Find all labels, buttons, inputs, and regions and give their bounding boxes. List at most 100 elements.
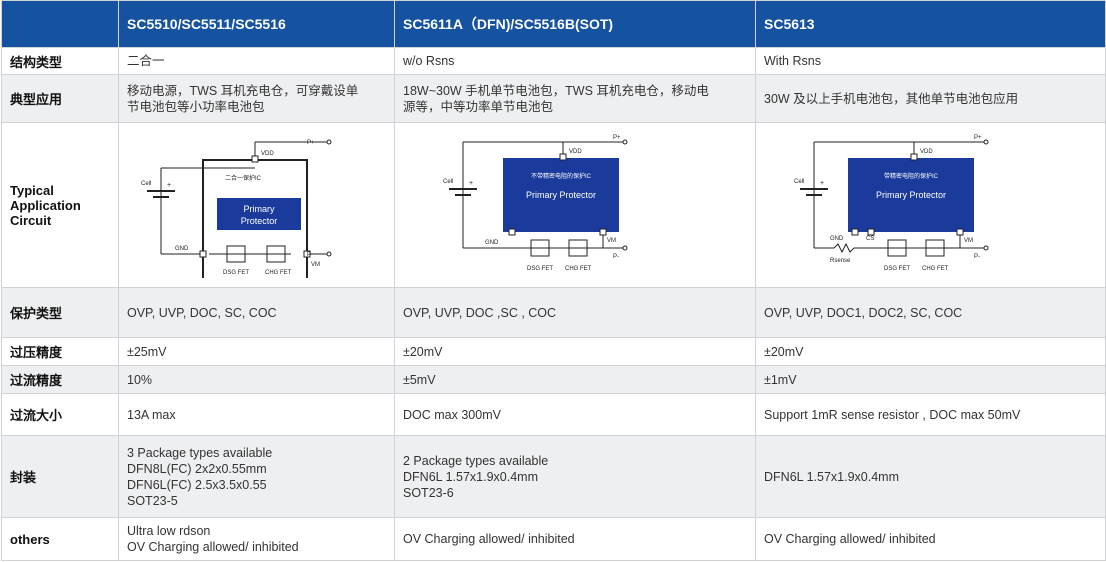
text-line: Circuit: [10, 212, 52, 228]
header-sc5613: SC5613: [755, 0, 1106, 48]
cell-value: 30W 及以上手机电池包，其他单节电池包应用: [755, 74, 1106, 123]
label-pplus: P+: [307, 140, 315, 146]
label-vm: VM: [964, 238, 973, 244]
row-circuit: Typical Application Circuit: [1, 122, 1106, 288]
text-line: 3 Package types available: [127, 445, 273, 460]
label-cs: CS: [866, 236, 874, 242]
text-line: 18W~30W 手机单节电池包，TWS 耳机充电仓，移动电: [403, 83, 709, 98]
row-label: 过压精度: [1, 337, 119, 366]
row-structure: 结构类型 二合一 w/o Rsns With Rsns: [1, 47, 1106, 75]
row-application: 典型应用 移动电源，TWS 耳机充电仓，可穿戴设单 节电池包等小功率电池包 18…: [1, 74, 1106, 123]
cell-value: 2 Package types available DFN6L 1.57x1.9…: [394, 435, 756, 518]
header-corner: [1, 0, 119, 48]
cell-value: OV Charging allowed/ inhibited: [394, 517, 756, 561]
cell-value: Ultra low rdson OV Charging allowed/ inh…: [118, 517, 395, 561]
label-dsg-fet: DSG FET: [527, 266, 553, 272]
text-line: DFN8L(FC) 2x2x0.55mm: [127, 461, 267, 476]
cell-value: 3 Package types available DFN8L(FC) 2x2x…: [118, 435, 395, 518]
row-others: others Ultra low rdson OV Charging allow…: [1, 517, 1106, 561]
cell-value: DOC max 300mV: [394, 393, 756, 436]
label-ic: 带精密电阻的保护IC: [884, 172, 939, 180]
label-cell: Cell: [443, 179, 453, 185]
label-chg-fet: CHG FET: [565, 266, 592, 272]
label-primary: Primary: [244, 204, 275, 214]
cell-value: 移动电源，TWS 耳机充电仓，可穿戴设单 节电池包等小功率电池包: [118, 74, 395, 123]
label-cell: Cell: [794, 179, 804, 185]
row-label: others: [1, 517, 119, 561]
cell-value: ±1mV: [755, 365, 1106, 394]
label-dsg-fet: DSG FET: [223, 270, 249, 276]
label-vm: VM: [607, 238, 616, 244]
label-pminus: P-: [307, 252, 313, 258]
text-line: 节电池包等小功率电池包: [127, 99, 265, 114]
circuit-cell-3: VDD P+ P- Cell + GND CS Rsense VM 带精密电阻的…: [755, 122, 1106, 288]
text-line: DFN6L 1.57x1.9x0.4mm: [403, 469, 539, 484]
row-oc-size: 过流大小 13A max DOC max 300mV Support 1mR s…: [1, 393, 1106, 436]
label-gnd: GND: [830, 236, 844, 242]
label-rsense: Rsense: [830, 258, 851, 264]
label-plus: +: [469, 180, 473, 187]
label-primary-protector: Primary Protector: [876, 190, 946, 200]
row-protection: 保护类型 OVP, UVP, DOC, SC, COC OVP, UVP, DO…: [1, 287, 1106, 338]
row-label: 过流大小: [1, 393, 119, 436]
label-pminus: P-: [613, 254, 619, 260]
circuit-diagram-3: VDD P+ P- Cell + GND CS Rsense VM 带精密电阻的…: [794, 135, 989, 272]
label-cell: Cell: [141, 181, 151, 187]
cell-value: 18W~30W 手机单节电池包，TWS 耳机充电仓，移动电 源等，中等功率单节电…: [394, 74, 756, 123]
label-vdd: VDD: [920, 149, 933, 155]
cell-value: 二合一: [118, 47, 395, 75]
row-label: 典型应用: [1, 74, 119, 123]
circuit-cell-1: VDD P+ P- Cell + GND VM 二合一保护IC Primary …: [118, 122, 395, 288]
label-plus: +: [820, 180, 824, 187]
cell-value: w/o Rsns: [394, 47, 756, 75]
text-line: Typical: [10, 182, 54, 198]
label-pminus: P-: [974, 254, 980, 260]
label-ic: 不带精密电阻的保护IC: [531, 172, 592, 180]
cell-value: ±25mV: [118, 337, 395, 366]
cell-value: ±5mV: [394, 365, 756, 394]
text-line: Ultra low rdson: [127, 524, 211, 538]
cell-value: OV Charging allowed/ inhibited: [755, 517, 1106, 561]
cell-value: Support 1mR sense resistor , DOC max 50m…: [755, 393, 1106, 436]
label-pplus: P+: [974, 135, 982, 141]
row-label: 封装: [1, 435, 119, 518]
cell-value: DFN6L 1.57x1.9x0.4mm: [755, 435, 1106, 518]
circuit-cell-2: VDD P+ P- Cell + GND VM 不带精密电阻的保护IC Prim…: [394, 122, 756, 288]
label-gnd: GND: [175, 246, 189, 252]
row-label: 过流精度: [1, 365, 119, 394]
row-package: 封装 3 Package types available DFN8L(FC) 2…: [1, 435, 1106, 518]
label-chg-fet: CHG FET: [922, 266, 949, 272]
label-gnd: GND: [485, 240, 499, 246]
circuit-diagram-1: VDD P+ P- Cell + GND VM 二合一保护IC Primary …: [141, 139, 332, 281]
label-vm: VM: [311, 262, 320, 268]
label-dsg-fet: DSG FET: [884, 266, 910, 272]
text-line: OV Charging allowed/ inhibited: [127, 540, 299, 554]
text-line: Application: [10, 197, 81, 213]
text-line: DFN6L(FC) 2.5x3.5x0.55: [127, 477, 267, 492]
label-vdd: VDD: [261, 151, 274, 157]
text-line: SOT23-5: [127, 493, 178, 508]
label-vdd: VDD: [569, 149, 582, 155]
cell-value: 13A max: [118, 393, 395, 436]
header-sc5510: SC5510/SC5511/SC5516: [118, 0, 395, 48]
label-plus: +: [167, 182, 171, 189]
row-label: 结构类型: [1, 47, 119, 75]
row-oc-accuracy: 过流精度 10% ±5mV ±1mV: [1, 365, 1106, 394]
cell-value: OVP, UVP, DOC, SC, COC: [118, 287, 395, 338]
label-pplus: P+: [613, 135, 621, 141]
header-sc5611a: SC5611A（DFN)/SC5516B(SOT): [394, 0, 756, 48]
cell-value: OVP, UVP, DOC ,SC , COC: [394, 287, 756, 338]
header-row: SC5510/SC5511/SC5516 SC5611A（DFN)/SC5516…: [1, 0, 1106, 48]
row-ov-accuracy: 过压精度 ±25mV ±20mV ±20mV: [1, 337, 1106, 366]
text-line: 2 Package types available: [403, 453, 549, 468]
label-primary-protector: Primary Protector: [526, 190, 596, 200]
row-label: Typical Application Circuit: [1, 122, 119, 288]
label-protector: Protector: [241, 216, 278, 226]
cell-value: With Rsns: [755, 47, 1106, 75]
circuit-diagram-2: VDD P+ P- Cell + GND VM 不带精密电阻的保护IC Prim…: [443, 135, 628, 272]
label-chg-fet: CHG FET: [265, 270, 292, 276]
text-line: 移动电源，TWS 耳机充电仓，可穿戴设单: [127, 83, 359, 98]
label-ic: 二合一保护IC: [225, 174, 262, 182]
cell-value: ±20mV: [755, 337, 1106, 366]
